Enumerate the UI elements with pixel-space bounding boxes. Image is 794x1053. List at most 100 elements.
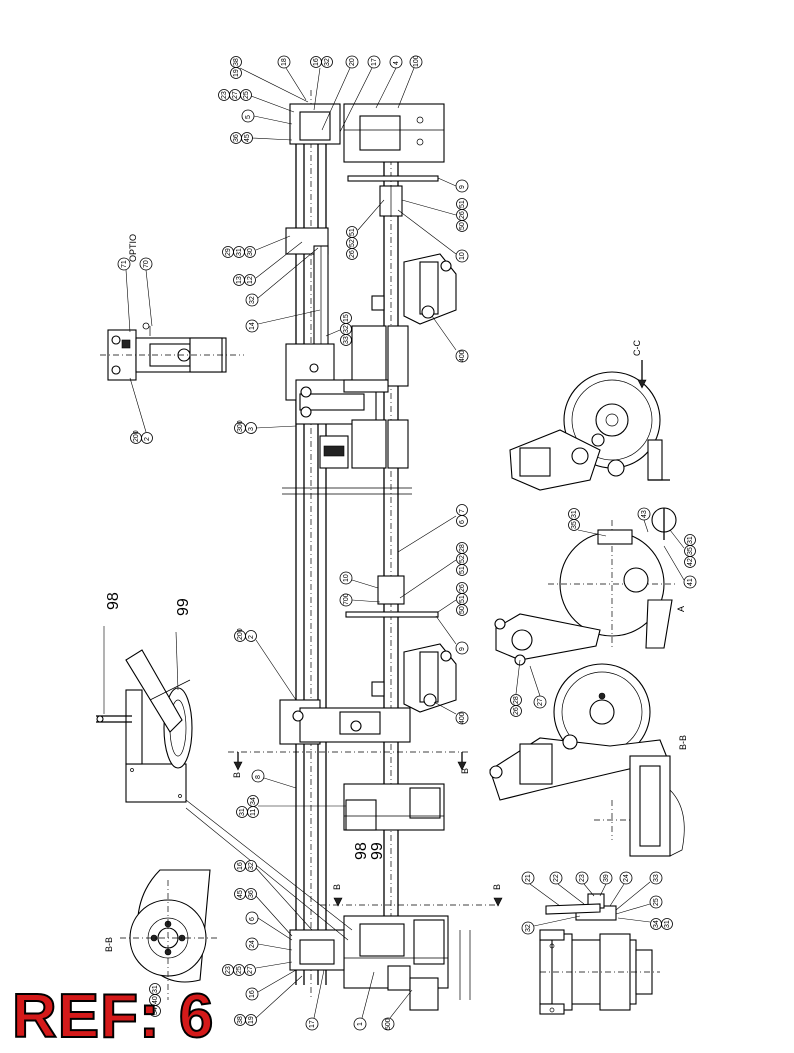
svg-text:13: 13: [236, 276, 243, 284]
svg-text:9: 9: [459, 185, 466, 189]
svg-text:22: 22: [553, 874, 560, 882]
svg-text:2: 2: [144, 437, 151, 441]
svg-text:27: 27: [232, 91, 239, 99]
svg-text:32: 32: [324, 58, 331, 66]
callout-98-mid: 98: [353, 842, 370, 860]
svg-text:14: 14: [249, 322, 256, 330]
section-markers: B B B B: [228, 751, 503, 907]
section-a-label: A: [676, 606, 686, 612]
svg-text:4: 4: [393, 61, 400, 65]
svg-text:300: 300: [237, 420, 244, 432]
svg-text:51: 51: [459, 200, 466, 208]
svg-text:19: 19: [248, 1016, 255, 1024]
svg-text:24: 24: [249, 940, 256, 948]
svg-text:71: 71: [121, 260, 128, 268]
section-a-view: A: [494, 507, 686, 666]
svg-text:20: 20: [349, 58, 356, 66]
svg-text:31: 31: [152, 985, 159, 993]
svg-text:41: 41: [687, 578, 694, 586]
svg-text:700: 700: [343, 593, 350, 605]
callout-99-mid: 99: [369, 842, 386, 860]
option-detail: OPTIO: [100, 234, 244, 381]
svg-text:2: 2: [248, 635, 255, 639]
svg-text:36: 36: [248, 890, 255, 898]
balloon-right-views-cluster: 31 35 43 41 31 35 42 28 26 27: [510, 507, 697, 717]
svg-text:34: 34: [250, 797, 257, 805]
balloon-upper-left-cluster: 29 31 30 13 12 32 14 15 32 33 400: [222, 235, 469, 363]
svg-text:70: 70: [143, 260, 150, 268]
section-c-c-label: C-C: [632, 340, 642, 356]
callout-99: 99: [175, 598, 192, 616]
svg-text:29: 29: [225, 248, 232, 256]
svg-text:31: 31: [236, 248, 243, 256]
svg-text:200: 200: [237, 628, 244, 640]
svg-text:34: 34: [152, 1007, 159, 1015]
svg-text:38: 38: [237, 1016, 244, 1024]
svg-text:18: 18: [281, 58, 288, 66]
svg-text:16: 16: [313, 58, 320, 66]
svg-text:28: 28: [513, 696, 520, 704]
svg-text:32: 32: [248, 862, 255, 870]
svg-text:28: 28: [459, 544, 466, 552]
svg-text:50: 50: [459, 606, 466, 614]
svg-text:39: 39: [603, 874, 610, 882]
balloon-bottom-left-cluster: 16 32 45 36 6 24 23 25 27 16 38 19 17 1 …: [149, 860, 413, 1031]
svg-text:6: 6: [459, 520, 466, 524]
svg-text:400: 400: [459, 712, 466, 724]
main-assembly: [279, 90, 471, 1011]
svg-text:38: 38: [233, 58, 240, 66]
svg-text:21: 21: [525, 874, 532, 882]
svg-text:7: 7: [459, 509, 466, 513]
section-b-b-view: B-B: [489, 663, 688, 857]
svg-text:35: 35: [571, 521, 578, 529]
section-b-label: B: [492, 884, 502, 890]
balloon-central-cluster: 300 3 7 6 28 52 51 10 700 26 51 50 9 400…: [234, 420, 469, 725]
pulley-view-left: B-B: [104, 869, 220, 1000]
svg-text:12: 12: [247, 276, 254, 284]
svg-text:15: 15: [343, 314, 350, 322]
svg-text:23: 23: [221, 91, 228, 99]
svg-text:16: 16: [237, 862, 244, 870]
svg-text:400: 400: [459, 350, 466, 362]
balloon-top-left-cluster: 38 19 18 16 32 20 17 4 100 23 27 25 5 36…: [218, 55, 423, 144]
svg-text:27: 27: [537, 698, 544, 706]
balloon-option-cluster: 71 70 200 2: [117, 257, 153, 444]
svg-text:25: 25: [243, 91, 250, 99]
svg-text:16: 16: [249, 990, 256, 998]
svg-text:32: 32: [525, 924, 532, 932]
section-b-b-left: B-B: [104, 937, 114, 952]
svg-text:27: 27: [247, 966, 254, 974]
svg-text:35: 35: [687, 547, 694, 555]
svg-text:8: 8: [255, 775, 262, 779]
svg-text:23: 23: [579, 874, 586, 882]
svg-text:23: 23: [225, 966, 232, 974]
svg-text:100: 100: [413, 55, 420, 67]
svg-text:40: 40: [152, 996, 159, 1004]
svg-text:51: 51: [459, 566, 466, 574]
bottom-right-detail: [539, 893, 660, 1015]
svg-text:32: 32: [343, 325, 350, 333]
svg-text:52: 52: [459, 555, 466, 563]
callout-98: 98: [105, 592, 122, 610]
svg-text:43: 43: [641, 510, 648, 518]
svg-text:30: 30: [247, 248, 254, 256]
svg-text:45: 45: [237, 890, 244, 898]
part-balloons: 38 19 18 16 32 20 17 4 100 23 27 25 5 36…: [117, 55, 697, 1031]
svg-text:6: 6: [249, 917, 256, 921]
svg-text:45: 45: [244, 134, 251, 142]
balloon-bottom-right-cluster: 21 22 23 39 24 33 25 34 31 32: [521, 871, 673, 935]
svg-text:51: 51: [349, 228, 356, 236]
svg-text:25: 25: [236, 966, 243, 974]
section-b-label: B: [232, 772, 242, 778]
lever-detail: 98 99 98 99: [96, 592, 386, 941]
svg-text:51: 51: [459, 595, 466, 603]
svg-text:26: 26: [459, 584, 466, 592]
svg-text:42: 42: [687, 558, 694, 566]
svg-text:26: 26: [513, 707, 520, 715]
option-label: OPTIO: [128, 234, 138, 262]
svg-text:31: 31: [239, 808, 246, 816]
svg-text:10: 10: [459, 252, 466, 260]
svg-text:3: 3: [248, 427, 255, 431]
balloon-top-right-cluster: 9 51 26 50 10 51 52 26: [346, 177, 469, 263]
